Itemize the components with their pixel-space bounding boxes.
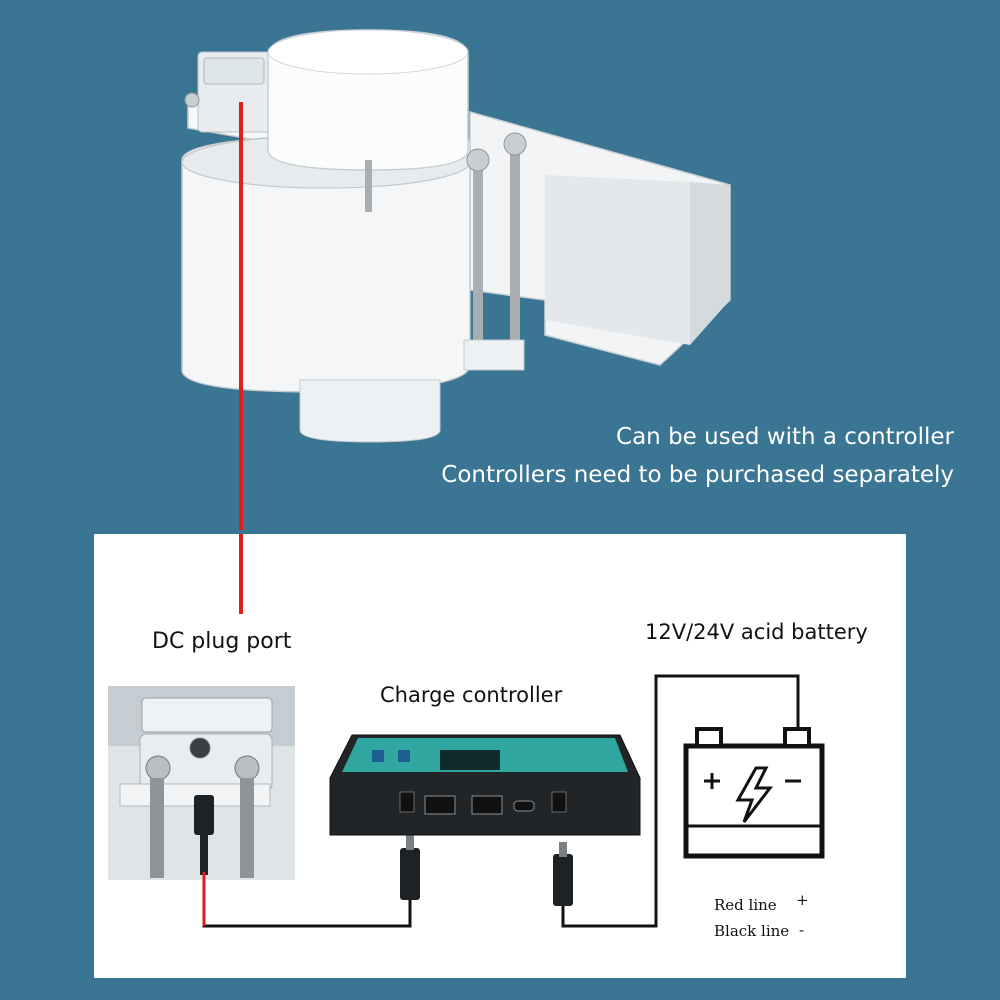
black-line-label: Black line <box>714 922 790 940</box>
caption-line-2: Controllers need to be purchased separat… <box>441 462 954 488</box>
red-line-label: Red line <box>714 896 777 914</box>
charge-controller-device <box>329 734 641 836</box>
rain-sensor-device <box>181 29 731 530</box>
battery-icon <box>683 727 825 859</box>
red-line-sign: + <box>796 891 809 909</box>
lightning-icon <box>735 766 774 823</box>
dc-jack-closeup <box>108 686 295 880</box>
caption-line-1: Can be used with a controller <box>616 424 954 450</box>
dc-plug-port-label: DC plug port <box>152 629 292 654</box>
battery-label: 12V/24V acid battery <box>645 620 868 644</box>
black-line-sign: - <box>799 921 805 939</box>
charge-controller-label: Charge controller <box>380 683 563 707</box>
